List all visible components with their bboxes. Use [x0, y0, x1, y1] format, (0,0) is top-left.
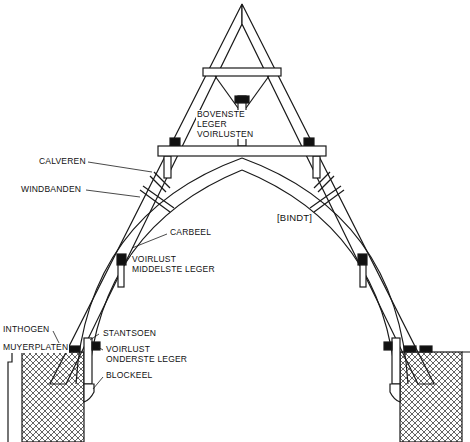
corbel — [84, 384, 94, 402]
leader-line — [93, 377, 103, 389]
wind-brace — [140, 190, 170, 212]
middle-purlin — [117, 254, 126, 265]
part-label: CALVEREN — [38, 157, 87, 167]
part-label: VOIRLUST MIDDELSTE LEGER — [131, 255, 227, 275]
arch-brace-inner — [88, 170, 242, 384]
leader-line — [98, 347, 103, 350]
part-label: BLOCKEEL — [105, 371, 153, 381]
part-label: INTHOGEN — [2, 325, 50, 335]
part-label: CARBEEL — [169, 228, 212, 238]
collar-beam — [158, 146, 326, 156]
part-label: MUYERPLATEN — [2, 343, 69, 353]
part-label: [BINDT] — [276, 213, 313, 224]
arch-brace-outer — [76, 158, 242, 384]
purlin-strut — [118, 265, 124, 287]
leader-line — [88, 162, 152, 172]
wall-profile — [8, 352, 22, 442]
leader-line — [86, 190, 140, 197]
part-label: WINDBANDEN — [20, 185, 82, 195]
truss-center — [158, 68, 326, 156]
wall-plate — [68, 346, 80, 352]
wall-post — [84, 338, 92, 384]
leader-line — [132, 234, 167, 248]
wind-brace — [143, 186, 174, 208]
top-collar — [203, 68, 281, 76]
strut-post — [164, 156, 171, 178]
calver-strut — [154, 172, 170, 188]
part-label: VOIRLUST ONDERSTE LEGER — [105, 345, 195, 365]
masonry-wall — [22, 352, 84, 442]
calver-strut — [150, 176, 166, 192]
part-label: STANTSOEN — [102, 329, 157, 339]
ridge-block — [235, 96, 249, 103]
lower-purlin — [92, 342, 100, 350]
part-label: BOVENSTE LEGER VOIRLUSTEN — [196, 110, 254, 139]
leader-line — [90, 334, 99, 340]
